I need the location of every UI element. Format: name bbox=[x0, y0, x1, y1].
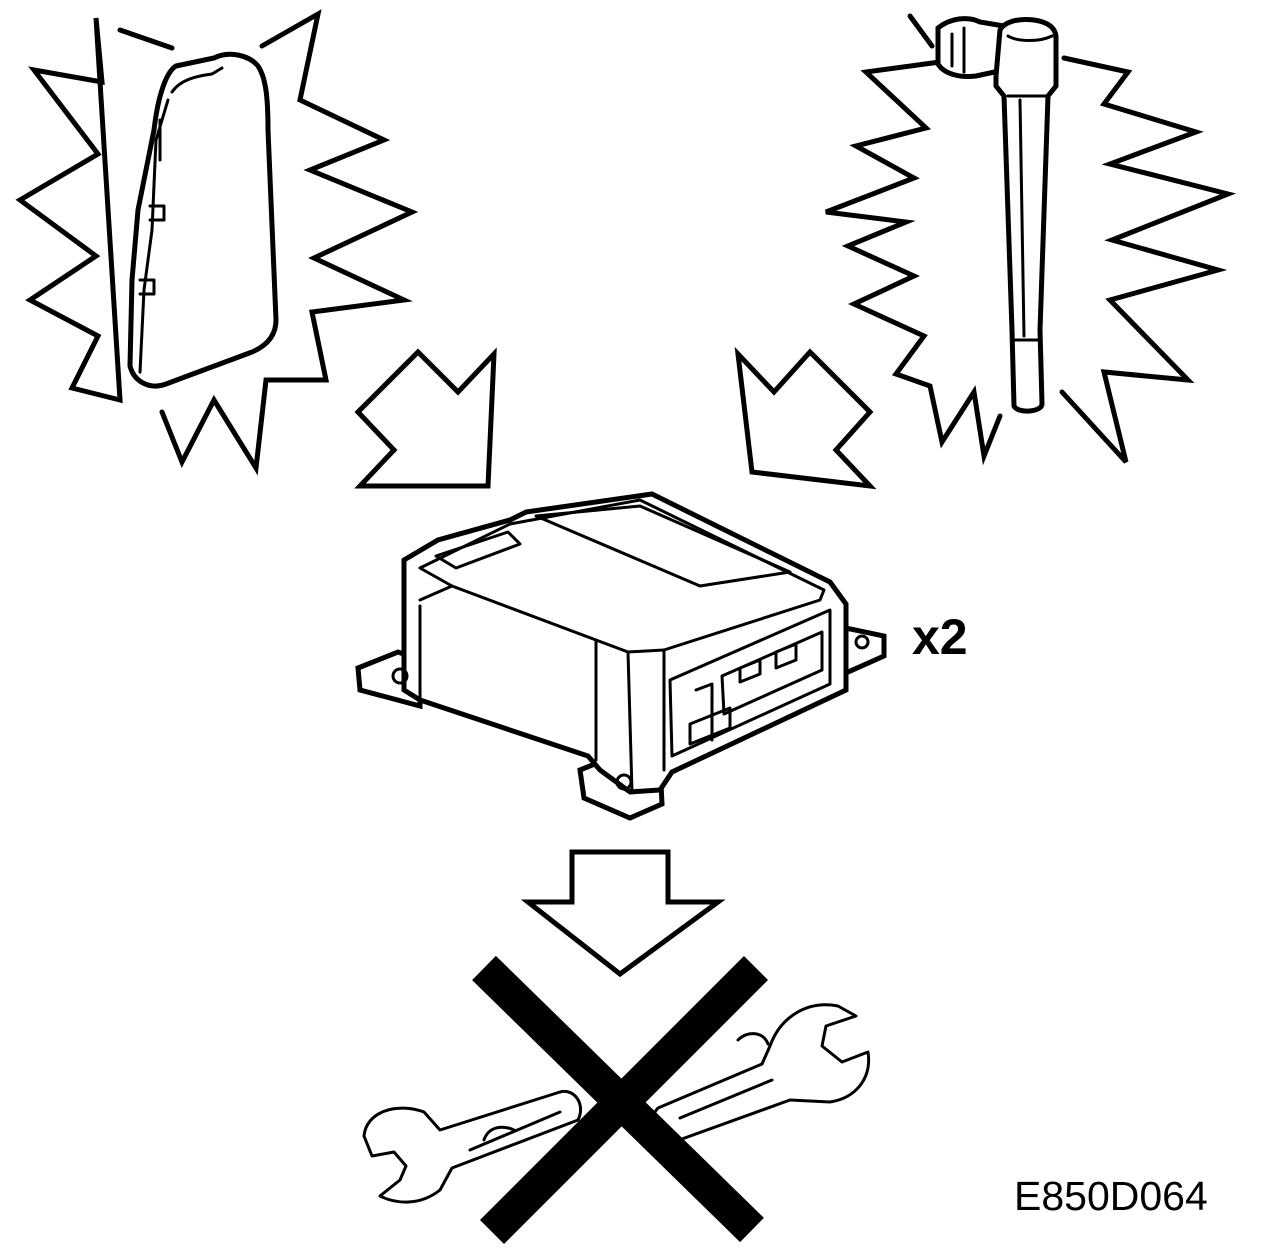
arrow-down-to-no-repair bbox=[520, 849, 726, 978]
arrow-left-to-unit bbox=[354, 347, 497, 489]
quantity-label: x2 bbox=[912, 609, 968, 665]
no-repair-crossed-wrenches-icon bbox=[362, 955, 871, 1245]
airbag-control-unit-icon bbox=[355, 491, 887, 821]
left-deploy-burst bbox=[15, 9, 419, 476]
right-deploy-burst bbox=[825, 13, 1237, 466]
arrow-right-to-unit bbox=[734, 346, 877, 490]
side-airbag-module-icon bbox=[127, 51, 279, 389]
figure-code: E850D064 bbox=[1014, 1173, 1208, 1219]
seatbelt-pretensioner-icon bbox=[935, 16, 1059, 414]
